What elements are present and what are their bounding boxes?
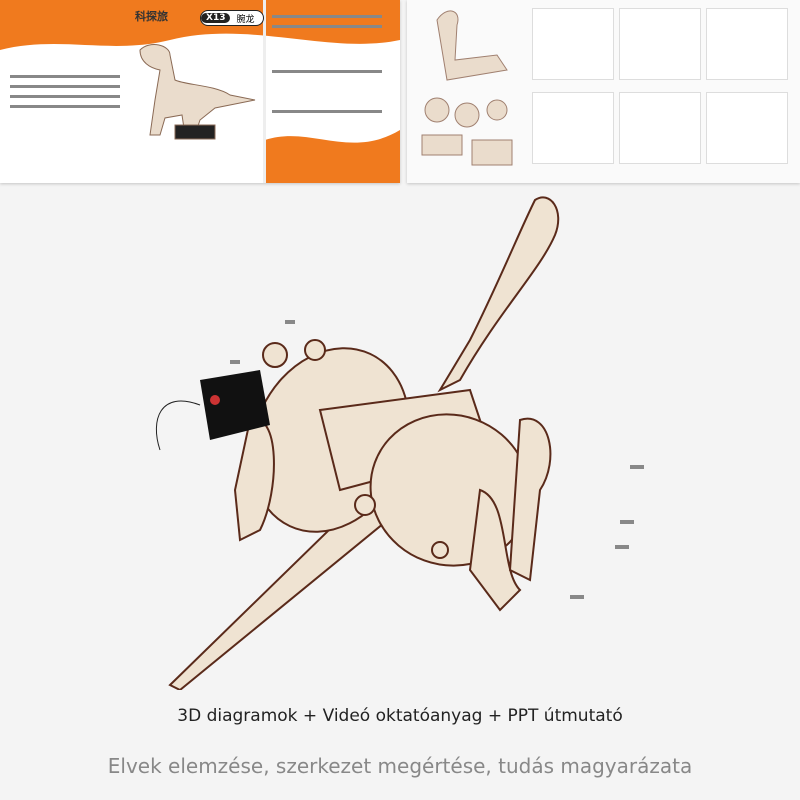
step-4-panel: [532, 92, 614, 164]
dinosaur-illustration: [139, 44, 256, 140]
manual-cover-sheet: 科探旅 X13 腕龙: [0, 0, 400, 183]
step-5-panel: [619, 92, 701, 164]
manual-instructions-sheet: [407, 0, 800, 183]
model-name: 腕龙: [236, 14, 255, 25]
step-3-panel: [706, 8, 788, 80]
features-caption: 3D diagramok + Videó oktatóanyag + PPT ú…: [177, 706, 623, 726]
step-2-panel: [619, 8, 701, 80]
front-leg: [468, 488, 522, 612]
step-1-panel: [532, 8, 614, 80]
orange-wave-decoration: [0, 0, 400, 183]
step-6-panel: [706, 92, 788, 164]
rear-leg: [508, 417, 552, 582]
brand-logo: 科探旅: [135, 10, 168, 23]
parts-layout-diagram: [421, 10, 513, 166]
neck-piece: [437, 196, 560, 393]
hind-leg: [233, 418, 275, 542]
model-code: X13: [201, 13, 231, 23]
benefits-caption: Elvek elemzése, szerkezet megértése, tud…: [107, 754, 693, 778]
screws: [230, 320, 644, 599]
exploded-dinosaur-diagram: [155, 196, 644, 690]
model-badge: X13 腕龙: [200, 10, 264, 26]
battery-box: [155, 370, 270, 451]
